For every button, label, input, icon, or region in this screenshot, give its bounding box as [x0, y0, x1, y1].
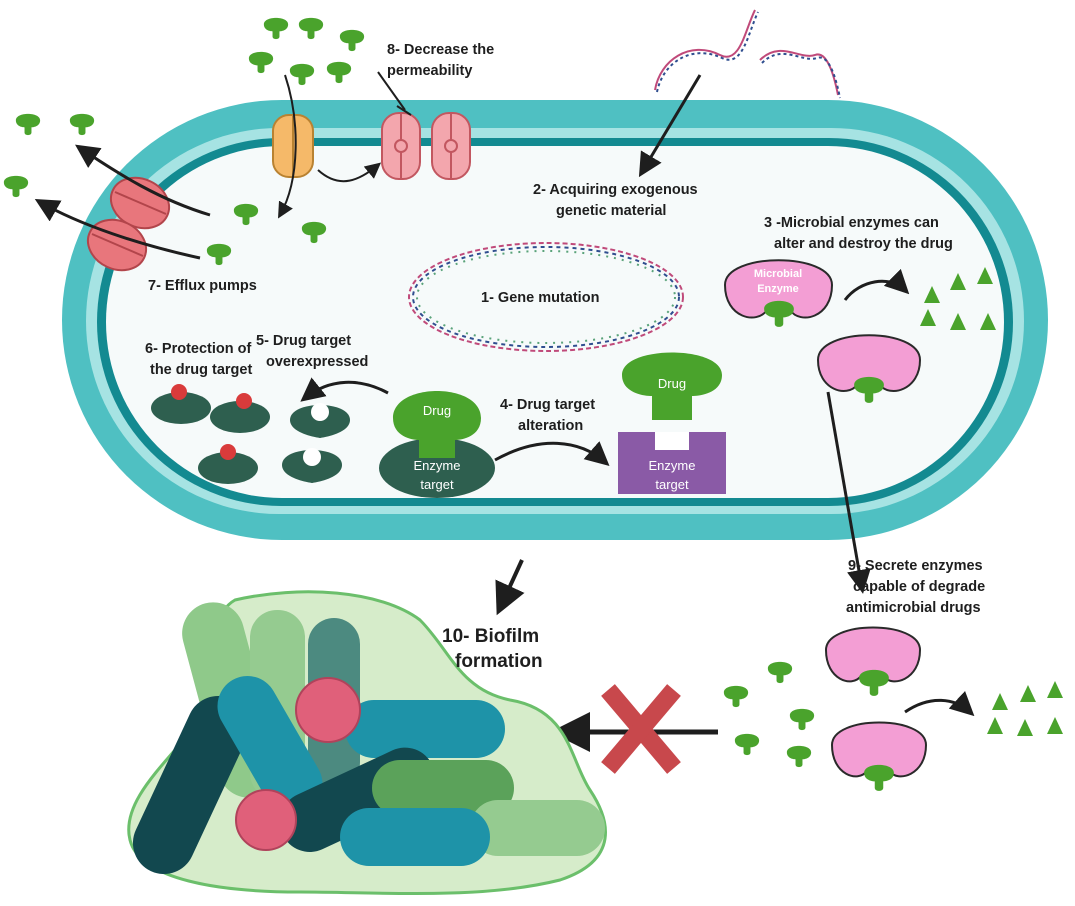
biofilm-arrow [495, 559, 525, 616]
drug-icon [15, 113, 41, 136]
microbial-enzyme-inside [723, 259, 834, 327]
drug-icon [786, 745, 812, 768]
inhibit-line [377, 71, 406, 111]
secrete-label-line3: antimicrobial drugs [846, 600, 981, 616]
drug-icon [734, 733, 760, 756]
microbial-enzyme-text: Enzyme [757, 283, 799, 295]
inhibit-bar [396, 105, 412, 116]
secreted-enzyme-2 [830, 721, 928, 791]
degrade-arrow-inside [843, 268, 910, 301]
entry-arrow [278, 74, 297, 219]
secretion-arrow [826, 391, 871, 594]
drug-icon [248, 51, 274, 74]
exogenous-arrow [638, 74, 702, 178]
drug-icon [859, 669, 889, 696]
enzyme-target-altered [618, 352, 726, 494]
permeability-label-line2: permeability [387, 63, 472, 79]
drug-fragments-outside [987, 681, 1063, 736]
exogenous-dna-strands [654, 9, 841, 99]
closed-porin-channels [381, 112, 471, 180]
enzyme-text-altered: Enzyme [649, 458, 696, 473]
target-text-altered: target [655, 477, 689, 492]
overexpressed-label-line1: 5- Drug target [256, 333, 351, 349]
alteration-label-line1: 4- Drug target [500, 397, 595, 413]
degrade-arrow-outside [904, 690, 975, 717]
exogenous-label-line1: 2- Acquiring exogenous [533, 182, 698, 198]
protection-label-line1: 6- Protection of [145, 341, 252, 357]
secrete-label-line2: capable of degrade [853, 579, 985, 595]
drug-icon [298, 17, 324, 40]
drug-icon [69, 113, 95, 136]
microbial-enzyme-secreted [816, 334, 922, 403]
drug-text-normal: Drug [423, 403, 451, 418]
efflux-arrow-top [75, 144, 211, 217]
drug-icon [326, 61, 352, 84]
enzyme-target-normal [379, 391, 495, 498]
efflux-pump-bottom [86, 218, 148, 272]
overexpressed-label-line2: overexpressed [266, 354, 368, 370]
permeability-label-line1: 8- Decrease the [387, 42, 494, 58]
plasmid-dna [408, 242, 684, 352]
block-x-icon [601, 684, 681, 774]
open-porin-channel [272, 114, 314, 178]
drug-icon [339, 29, 365, 52]
drug-icon [723, 685, 749, 708]
overexpressed-targets [282, 403, 350, 483]
gene-mutation-label: 1- Gene mutation [481, 290, 599, 306]
enzyme-text-normal: Enzyme [414, 458, 461, 473]
drug-icon [263, 17, 289, 40]
drug-text-altered: Drug [658, 376, 686, 391]
overexpression-arrow [300, 377, 389, 402]
microbial-text: Microbial [754, 268, 802, 280]
cytoplasm [106, 146, 1004, 498]
biofilm-label-line2: formation [455, 651, 543, 672]
target-text-normal: target [420, 477, 454, 492]
protected-targets [151, 384, 270, 484]
drug-icon [864, 764, 894, 791]
exogenous-label-line2: genetic material [556, 203, 666, 219]
protection-label-line2: the drug target [150, 362, 252, 378]
alteration-label-line2: alteration [518, 418, 583, 434]
efflux-arrow-bottom [34, 199, 201, 260]
enzymes-label-line2: alter and destroy the drug [774, 236, 953, 252]
channel-arrow [317, 162, 382, 183]
efflux-label: 7- Efflux pumps [148, 278, 257, 294]
drug-icon [789, 708, 815, 731]
enzymes-label-line1: 3 -Microbial enzymes can [764, 215, 939, 231]
drug-icon [3, 175, 29, 198]
secreted-enzyme-1 [824, 626, 922, 696]
drug-icon [767, 661, 793, 684]
biofilm-label-line1: 10- Biofilm [442, 626, 539, 647]
free-drugs-outside [723, 661, 815, 768]
alteration-arrow [494, 441, 610, 466]
secrete-label-line1: 9- Secrete enzymes [848, 558, 983, 574]
biofilm-bacteria [132, 602, 605, 875]
drug-icon [289, 63, 315, 86]
